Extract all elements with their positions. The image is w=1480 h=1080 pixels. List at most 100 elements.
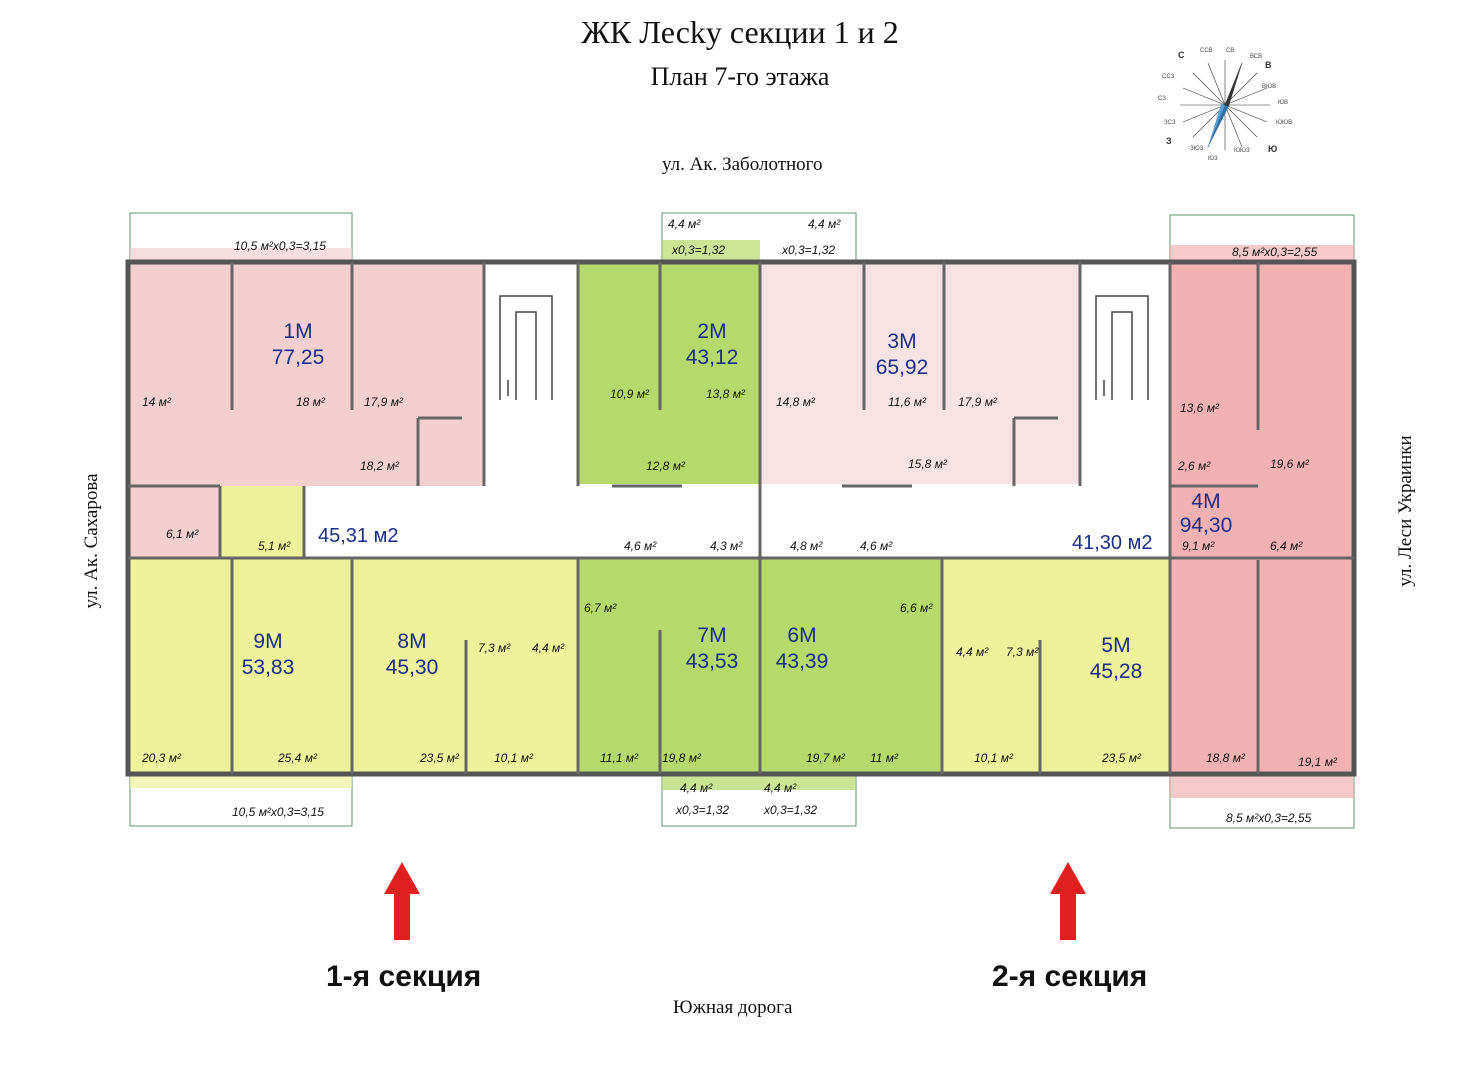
arrow-section-2 xyxy=(1050,862,1086,940)
balcony-area: х0,3=1,32 xyxy=(675,803,729,817)
room-areas: 14 м² 18 м² 17,9 м² 18,2 м² 6,1 м² 5,1 м… xyxy=(141,387,1338,769)
room-area: 10,9 м² xyxy=(610,387,650,401)
walls xyxy=(125,259,1357,777)
room-area: 5,1 м² xyxy=(258,539,291,553)
hall-section-1: 45,31 м2 xyxy=(318,525,398,547)
room-area: 4,8 м² xyxy=(790,539,823,553)
apt-4-area: 94,30 xyxy=(1180,514,1233,537)
room-area: 6,4 м² xyxy=(1270,539,1303,553)
stairs xyxy=(499,295,1149,400)
room-area: 6,7 м² xyxy=(584,601,617,615)
compass-ssw: ЮЮЗ xyxy=(1234,148,1250,154)
compass-nnw: ССЗ xyxy=(1162,74,1175,80)
room-area: 9,1 м² xyxy=(1182,539,1215,553)
room-area: 13,6 м² xyxy=(1180,401,1220,415)
room-area: 18 м² xyxy=(296,395,326,409)
room-area: 17,9 м² xyxy=(958,395,998,409)
section-2-label: 2-я секция xyxy=(992,960,1148,993)
compass-se: ЮВ xyxy=(1278,100,1288,106)
room-area: 7,3 м² xyxy=(1006,645,1039,659)
balcony-areas: 10,5 м²х0,3=3,15 4,4 м² х0,3=1,32 4,4 м²… xyxy=(232,217,1318,825)
room-area: 11,1 м² xyxy=(600,751,639,765)
room-area: 7,3 м² xyxy=(478,641,511,655)
room-area: 19,7 м² xyxy=(806,751,846,765)
fill-stair-2 xyxy=(1080,262,1170,486)
apt-6-number: 6М xyxy=(787,624,816,647)
apt-5-area: 45,28 xyxy=(1090,660,1143,683)
inner-walls xyxy=(128,262,1354,774)
arrow-section-1 xyxy=(384,862,420,940)
apt-9-number: 9М xyxy=(253,630,282,653)
apt-8-number: 8М xyxy=(397,630,426,653)
apt-3-number: 3М xyxy=(887,330,916,353)
room-area: 19,1 м² xyxy=(1298,755,1338,769)
apartment-fills xyxy=(130,262,1354,774)
room-area: 4,6 м² xyxy=(860,539,893,553)
balcony-area: х0,3=1,32 xyxy=(763,803,817,817)
room-area: 23,5 м² xyxy=(1101,751,1142,765)
compass-nw: СЗ xyxy=(1158,96,1166,102)
balcony-area: х0,3=1,32 xyxy=(781,243,835,257)
apt-4-number: 4М xyxy=(1191,490,1220,513)
room-area: 18,8 м² xyxy=(1206,751,1246,765)
room-area: 19,8 м² xyxy=(662,751,702,765)
apt-9-area: 53,83 xyxy=(242,656,295,679)
room-area: 19,6 м² xyxy=(1270,457,1310,471)
compass-ene: ВСВ xyxy=(1250,54,1262,60)
apt-2-area: 43,12 xyxy=(686,346,739,369)
section-1-label: 1-я секция xyxy=(326,960,482,993)
room-area: 14,8 м² xyxy=(776,395,816,409)
compass-rose: С ССВ СВ В ВСВ ВЮВ ЮВ ЮЮВ Ю ЮЮЗ ЮЗ ЗЮЗ З… xyxy=(1158,48,1292,162)
room-area: 17,9 м² xyxy=(364,395,404,409)
room-area: 14 м² xyxy=(142,395,172,409)
apt-1-area: 77,25 xyxy=(272,346,325,369)
compass-sse: ЮЮВ xyxy=(1276,120,1292,126)
room-area: 4,4 м² xyxy=(532,641,565,655)
apt-7-number: 7М xyxy=(697,624,726,647)
hall-section-2: 41,30 м2 xyxy=(1072,532,1152,554)
room-area: 4,6 м² xyxy=(624,539,657,553)
balcony-area: 4,4 м² xyxy=(808,217,841,231)
fill-apt-4 xyxy=(1170,262,1354,774)
balcony-fills xyxy=(130,240,1354,798)
compass-w: З xyxy=(1166,136,1172,146)
compass-sw: ЮЗ xyxy=(1208,156,1218,162)
room-area: 4,3 м² xyxy=(710,539,743,553)
compass-e: В xyxy=(1265,60,1272,70)
fill-apt-5 xyxy=(942,558,1170,774)
balcony-area: 10,5 м²х0,3=3,15 xyxy=(234,239,326,253)
room-area: 11 м² xyxy=(870,751,899,765)
compass-n: С xyxy=(1178,50,1185,60)
room-area: 23,5 м² xyxy=(419,751,460,765)
room-area: 12,8 м² xyxy=(646,459,686,473)
room-area: 18,2 м² xyxy=(360,459,400,473)
apt-5-number: 5М xyxy=(1101,634,1130,657)
balcony-area: 10,5 м²х0,3=3,15 xyxy=(232,805,324,819)
street-north: ул. Ак. Заболотного xyxy=(662,154,823,175)
compass-ne: СВ xyxy=(1226,48,1234,54)
compass-wnw: ЗСЗ xyxy=(1164,120,1176,126)
room-area: 6,1 м² xyxy=(166,527,199,541)
room-area: 25,4 м² xyxy=(277,751,318,765)
room-area: 11,6 м² xyxy=(888,395,927,409)
fill-apt-6 xyxy=(760,558,942,774)
balcony-area: 8,5 м²х0,3=2,55 xyxy=(1232,245,1318,259)
room-area: 2,6 м² xyxy=(1177,459,1211,473)
balcony-area: 8,5 м²х0,3=2,55 xyxy=(1226,811,1312,825)
apt-8-area: 45,30 xyxy=(386,656,439,679)
balcony-area: х0,3=1,32 xyxy=(671,243,725,257)
balcony-area: 4,4 м² xyxy=(764,781,797,795)
room-area: 20,3 м² xyxy=(141,751,182,765)
plan-title: ЖК Лесky секции 1 и 2 xyxy=(581,14,899,50)
fill-apt-9 xyxy=(130,558,352,774)
room-area: 10,1 м² xyxy=(974,751,1014,765)
room-area: 15,8 м² xyxy=(908,457,948,471)
plan-subtitle: План 7-го этажа xyxy=(650,62,830,91)
compass-nne: ССВ xyxy=(1200,48,1213,54)
fill-apt-2 xyxy=(578,262,760,484)
compass-wsw: ЗЮЗ xyxy=(1190,146,1204,152)
apt-6-area: 43,39 xyxy=(776,650,829,673)
apartment-labels: 1М 77,25 2М 43,12 3М 65,92 4М 94,30 5М 4… xyxy=(242,320,1233,683)
compass-s: Ю xyxy=(1268,144,1277,154)
